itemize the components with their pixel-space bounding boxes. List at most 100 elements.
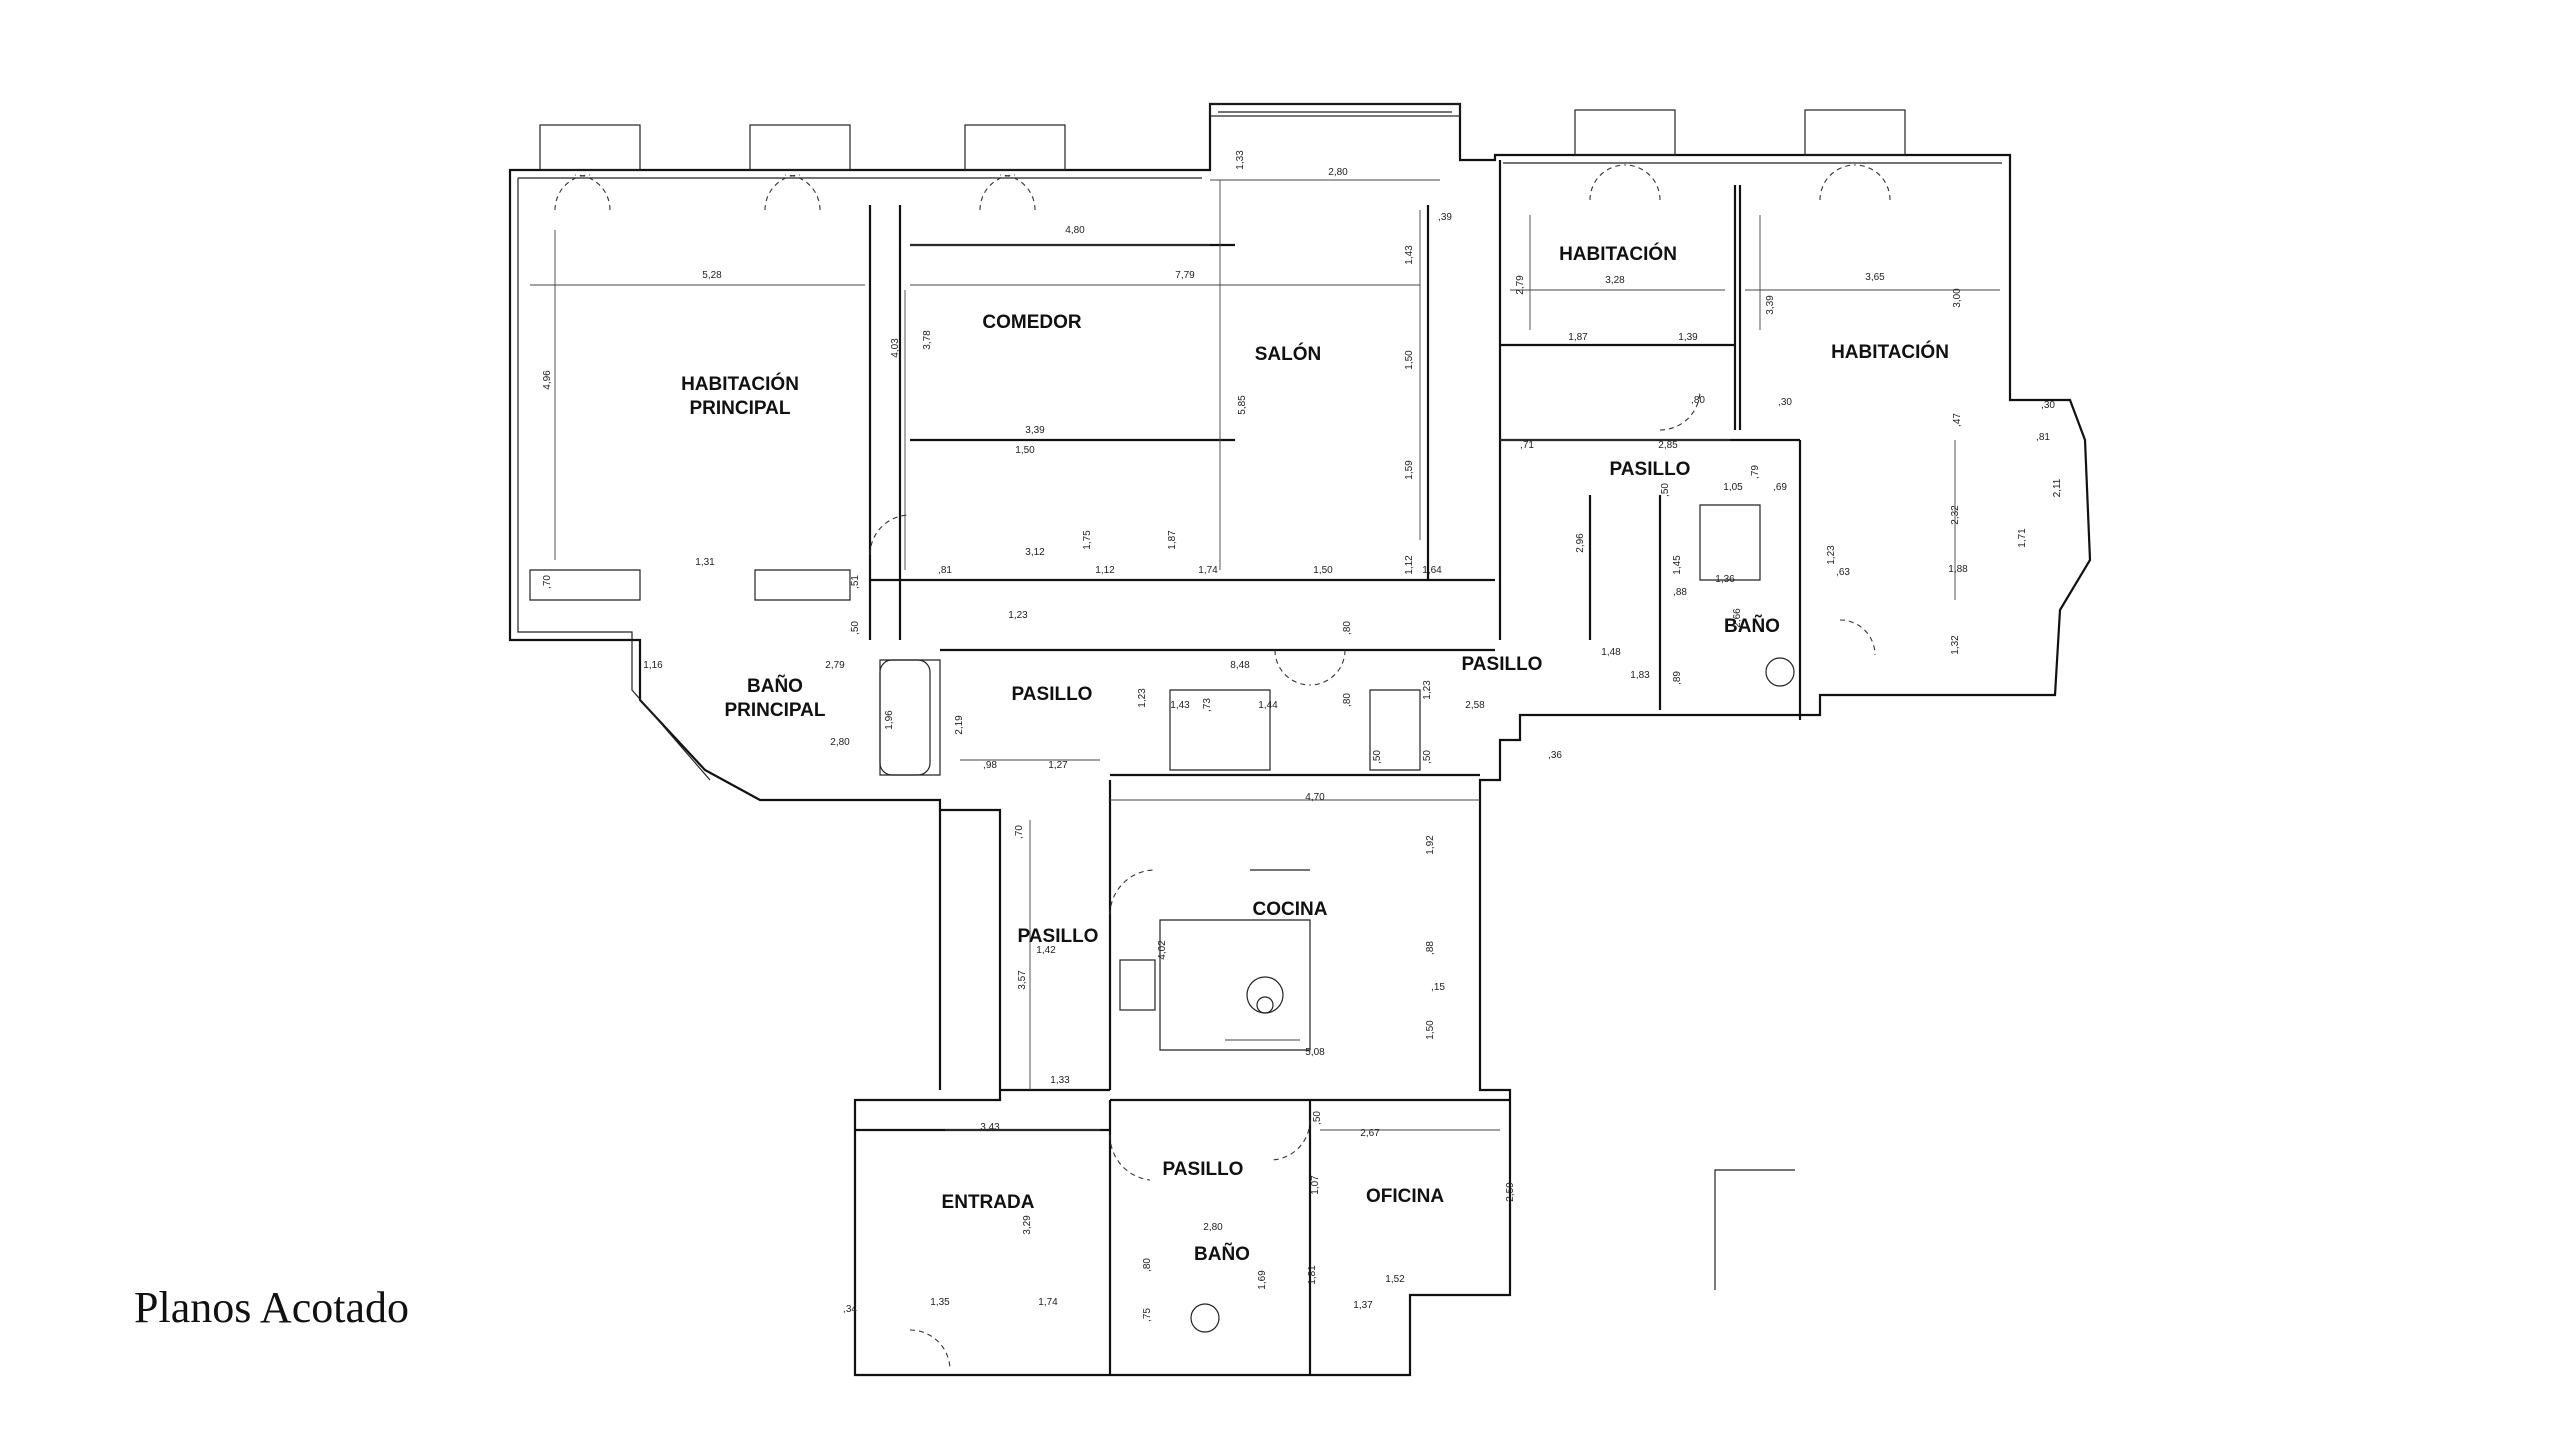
dimension-label: 1,12 [1404,555,1415,575]
dimension-label: 1,23 [1826,545,1837,565]
dimension-label: ,70 [1014,825,1025,839]
dimension-label: 7,79 [1175,270,1195,281]
door-swings [554,164,1891,1371]
dimension-label: 1,74 [1198,565,1218,576]
dimension-lines [530,179,2000,1131]
dimension-label: 4,80 [1065,225,1085,236]
dimension-label: 5,85 [1237,395,1248,415]
dimension-label: 3,39 [1765,295,1776,315]
dimension-label: 1,43 [1170,700,1190,711]
room-label-habitacion-principal: HABITACIÓN [681,373,799,395]
dimension-label: 3,29 [1022,1215,1033,1235]
dimension-label: 1,50 [1425,1020,1436,1040]
dimension-label: 1,42 [1036,945,1056,956]
dimension-label: 1,87 [1167,530,1178,550]
dimension-label: ,80 [1691,395,1705,406]
dimension-label: 8,48 [1230,660,1250,671]
room-label-cocina: COCINA [1253,899,1328,920]
dimension-label: ,88 [1673,587,1687,598]
balconies [539,103,1906,171]
room-label-pasillo-1: PASILLO [1610,459,1691,480]
dimension-label: 1,39 [1678,332,1698,343]
dimension-label: 2,79 [825,660,845,671]
dimension-label: 1,33 [1235,150,1246,170]
dimension-label: 1,31 [695,557,715,568]
dimension-label: ,81 [938,565,952,576]
dimension-label: 2,67 [1360,1128,1380,1139]
room-label-bano-principal: PRINCIPAL [725,700,826,721]
dimension-label: 4,03 [890,338,901,358]
dimension-label: 4,96 [542,370,553,390]
dimension-label: 1,92 [1425,835,1436,855]
dimension-label: 1,48 [1601,647,1621,658]
dimension-label: ,71 [1520,440,1534,451]
dimension-label: ,51 [850,575,861,589]
dimension-label: 2,58 [1465,700,1485,711]
dimension-label: 3,28 [1605,275,1625,286]
dimension-label: ,70 [542,575,553,589]
dimension-label: 1,44 [1258,700,1278,711]
dimension-label: 5,08 [1305,1047,1325,1058]
dimension-label: 1,16 [643,660,663,671]
dimension-label: 1,50 [1313,565,1333,576]
dimension-label: 1,69 [1257,1270,1268,1290]
dimension-label: 2,11 [2052,478,2063,497]
dimension-label: ,80 [1342,621,1353,635]
dimension-label: 4,02 [1157,940,1168,960]
dimension-label: 1,23 [1422,680,1433,700]
dimension-label: ,36 [1548,750,1562,761]
dimension-label: ,88 [1425,941,1436,955]
dimension-label: 1,23 [1137,688,1148,708]
dimension-label: 3,12 [1025,547,1045,558]
dimension-label: 1,81 [1307,1265,1318,1285]
dimension-label: ,63 [1836,567,1850,578]
room-label-habitacion-2: HABITACIÓN [1831,341,1949,363]
dimension-label: ,34 [843,1304,857,1315]
dimension-label: 1,83 [1630,670,1650,681]
dimension-label: 1,43 [1404,245,1415,265]
dimension-label: ,50 [850,621,861,635]
dimension-label: ,30 [1778,397,1792,408]
exterior-walls [508,102,2092,1377]
dimension-label: ,80 [1342,693,1353,707]
room-label-comedor: COMEDOR [982,312,1082,333]
dimension-label: 2,80 [830,737,850,748]
dimension-label: ,47 [1952,413,1963,427]
room-label-habitacion-principal: PRINCIPAL [690,398,791,419]
dimension-label: 2,79 [1515,275,1526,295]
dimension-label: 1,74 [1038,1297,1058,1308]
dimension-label: ,50 [1422,750,1433,764]
dimension-label: 4,70 [1305,792,1325,803]
dimension-label: 2,96 [1575,533,1586,553]
dimension-label: ,80 [1142,1258,1153,1272]
dimension-label: 2,80 [1328,167,1348,178]
dimension-label: ,15 [1431,982,1445,993]
dimension-label: 2,32 [1950,505,1961,525]
dimension-label: 1,52 [1385,1274,1405,1285]
dimension-label: ,89 [1672,671,1683,685]
dimension-label: 2,85 [1658,440,1678,451]
room-label-bano-1: BAÑO [1724,615,1780,637]
dimension-label: ,30 [2041,400,2055,411]
dimension-label: ,50 [1312,1111,1323,1125]
dimension-label: ,69 [1773,482,1787,493]
dimension-label: 1,35 [930,1297,950,1308]
room-label-pasillo-5: PASILLO [1163,1159,1244,1180]
dimension-label: 1,23 [1008,610,1028,621]
dimension-label: 1,71 [2017,528,2028,548]
dimension-label: 1,37 [1353,1300,1373,1311]
dimension-label: 1,87 [1568,332,1588,343]
dimension-label: ,81 [2036,432,2050,443]
dimension-label: 1,45 [1672,555,1683,575]
plan-caption: Planos Acotado [134,1283,409,1332]
dimension-label: ,39 [1438,212,1452,223]
room-label-pasillo-3: PASILLO [1462,654,1543,675]
dimension-label: ,98 [983,760,997,771]
dimension-label: 2,80 [1203,1222,1223,1233]
dimension-label: 3,00 [1952,288,1963,308]
dimension-label: 2,59 [1505,1182,1516,1202]
room-label-pasillo-4: PASILLO [1018,926,1099,947]
dimension-label: 1,88 [1948,564,1968,575]
room-label-bano-principal: BAÑO [747,675,803,697]
dimension-label: 1,33 [1050,1075,1070,1086]
